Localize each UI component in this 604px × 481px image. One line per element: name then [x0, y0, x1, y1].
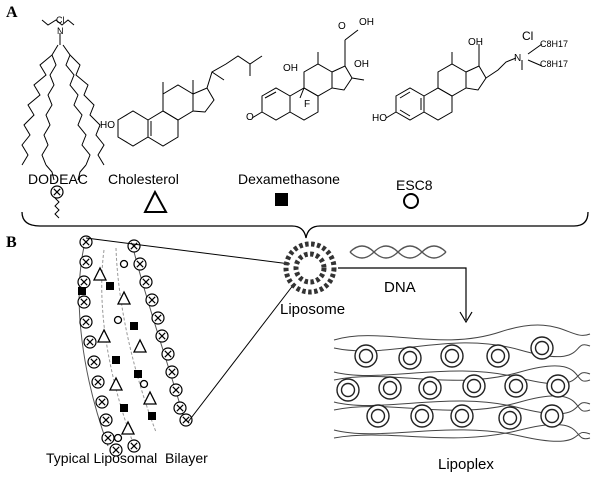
esc8-oh-label: OH — [468, 37, 483, 48]
cholesterol-triangle-icon — [143, 189, 168, 213]
panel-b-label: B — [6, 234, 17, 251]
callout-line-bottom — [187, 283, 295, 423]
dodeac-tail-icon — [54, 197, 60, 219]
esc8-ho-label: HO — [372, 113, 387, 124]
dodeac-symbol-icon — [50, 185, 64, 199]
esc8-label: ESC8 — [396, 177, 433, 193]
liposome-label: Liposome — [280, 301, 346, 318]
panel-a-label: A — [6, 4, 18, 21]
liposome-icon — [283, 241, 337, 295]
esc8-circle-icon — [403, 193, 419, 209]
esc8-cl-label: Cl — [522, 29, 534, 43]
dexamethasone-f-label: F — [304, 99, 311, 110]
dexamethasone-o-label: O — [338, 21, 346, 32]
cholesterol-structure — [117, 55, 263, 147]
callout-line-top — [85, 237, 291, 265]
arrow-head-icon — [459, 311, 473, 324]
dexamethasone-oh-label: OH — [283, 63, 298, 74]
lipoplex-icon — [333, 324, 591, 442]
esc8-structure — [385, 43, 543, 121]
dodeac-label: DODEAC — [28, 171, 88, 187]
dexamethasone-square-icon — [275, 193, 288, 206]
dodeac-structure — [21, 19, 105, 181]
dexamethasone-structure — [251, 29, 365, 121]
cholesterol-label: Cholesterol — [108, 171, 179, 187]
dexamethasone-o-2-label: O — [246, 112, 254, 123]
grouping-bracket — [21, 211, 589, 239]
dexamethasone-label: Dexamethasone — [238, 171, 340, 187]
dodeac-cl-label: Cl — [56, 15, 65, 25]
dexamethasone-oh-3-label: OH — [354, 59, 369, 70]
dna-label: DNA — [384, 279, 416, 296]
dna-strand-icon — [349, 245, 447, 259]
bilayer-strip — [77, 235, 193, 457]
esc8-n-label: N — [514, 53, 522, 64]
dodeac-n-label: N — [57, 26, 64, 36]
esc8-c8h17-2-label: C8H17 — [540, 59, 569, 69]
esc8-c8h17-label: C8H17 — [540, 39, 569, 49]
lipoplex-label: Lipoplex — [438, 456, 494, 473]
cholesterol-ho-label: HO — [100, 120, 115, 131]
dexamethasone-oh-2-label: OH — [359, 17, 374, 28]
process-arrow — [338, 267, 467, 320]
bilayer-label: Typical Liposomal Bilayer — [46, 450, 208, 466]
